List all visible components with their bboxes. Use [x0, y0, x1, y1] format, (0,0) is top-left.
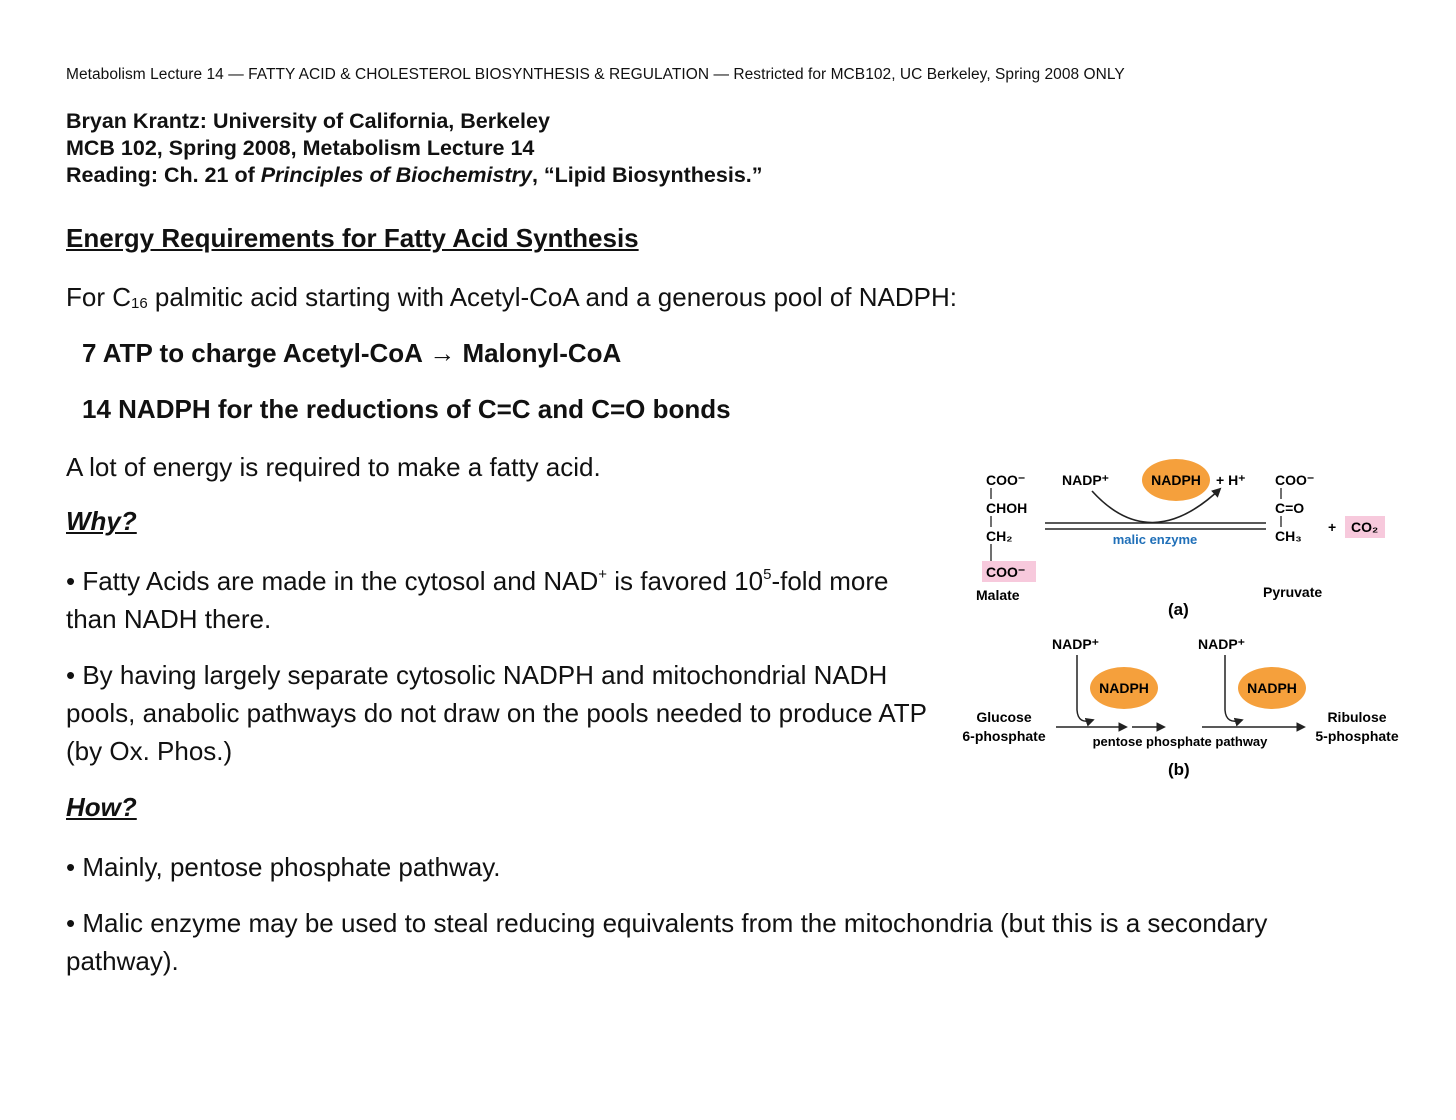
panel-a-label: (a) [1168, 600, 1189, 619]
nadp-plus-label: NADP⁺ [1052, 636, 1099, 652]
proton-label: + H⁺ [1216, 472, 1246, 488]
nadph-oval [1142, 459, 1210, 501]
product-label: Ribulose [1327, 709, 1386, 725]
why-bullet-1: • Fatty Acids are made in the cytosol an… [66, 562, 946, 638]
malate-group: CHOH [986, 500, 1027, 516]
nadp-plus-label: NADP⁺ [1198, 636, 1245, 652]
panel-b-pentose-phosphate: NADP⁺ NADP⁺ NADPH NADPH Glucose 6-phosph… [962, 636, 1398, 779]
reading-suffix: , “Lipid Biosynthesis.” [531, 163, 763, 187]
intro-post: palmitic acid starting with Acetyl-CoA a… [147, 282, 957, 312]
reading-line: Reading: Ch. 21 of Principles of Biochem… [66, 162, 763, 189]
intro-text: For C16 palmitic acid starting with Acet… [66, 278, 957, 323]
nadp-plus-label: NADP⁺ [1062, 472, 1109, 488]
how-bullet-2: • Malic enzyme may be used to steal redu… [66, 908, 1268, 976]
malate-group: CH₂ [986, 528, 1012, 544]
pyruvate-group: COO⁻ [1275, 472, 1314, 488]
co2-highlight [1345, 516, 1385, 538]
substrate-label: Glucose [976, 709, 1031, 725]
pyruvate-structure: COO⁻ C=O CH₃ Pyruvate [1263, 472, 1322, 600]
book-title: Principles of Biochemistry [260, 163, 532, 187]
why-b1-pre: • Fatty Acids are made in the cytosol an… [66, 566, 599, 596]
malic-enzyme-label: malic enzyme [1113, 532, 1198, 547]
how-bullet-1: • Mainly, pentose phosphate pathway. [66, 852, 501, 882]
pyruvate-label: Pyruvate [1263, 584, 1322, 600]
why-b1-mid: is favored 10 [607, 566, 764, 596]
nadph-requirement: 14 NADPH for the reductions of C=C and C… [82, 394, 731, 424]
pyruvate-group: C=O [1275, 500, 1304, 516]
plus-superscript: + [598, 566, 608, 583]
curved-arrow-icon [1076, 655, 1095, 727]
intro-pre: For C [66, 282, 131, 312]
why-heading: Why? [66, 506, 137, 536]
running-header: Metabolism Lecture 14 — FATTY ACID & CHO… [66, 66, 1125, 83]
malate-structure: COO⁻ CHOH CH₂ COO⁻ Malate [976, 472, 1036, 603]
nadph-label: NADPH [1099, 680, 1149, 696]
how-heading: How? [66, 792, 137, 822]
author-block: Bryan Krantz: University of California, … [66, 108, 763, 189]
curved-arrow-icon [1224, 655, 1244, 727]
exponent-superscript: 5 [763, 566, 772, 583]
why-bullet-2: • By having largely separate cytosolic N… [66, 660, 927, 766]
panel-a-malic-enzyme: COO⁻ CHOH CH₂ COO⁻ Malate NADP⁺ NADPH + … [976, 459, 1385, 619]
why-b1-post: -fold more than NADH there. [66, 566, 889, 634]
course-line: MCB 102, Spring 2008, Metabolism Lecture… [66, 136, 535, 160]
author-line: Bryan Krantz: University of California, … [66, 109, 550, 133]
plus-sign: + [1328, 519, 1336, 535]
section-heading: Energy Requirements for Fatty Acid Synth… [66, 223, 639, 253]
pathway-label: pentose phosphate pathway [1093, 734, 1269, 749]
energy-statement: A lot of energy is required to make a fa… [66, 452, 601, 482]
panel-b-label: (b) [1168, 760, 1190, 779]
nadph-sources-figure: COO⁻ CHOH CH₂ COO⁻ Malate NADP⁺ NADPH + … [962, 459, 1399, 779]
carbon-count: 16 [131, 295, 148, 312]
malate-group: COO⁻ [986, 472, 1025, 488]
product-label: 5-phosphate [1315, 728, 1398, 744]
atp-requirement: 7 ATP to charge Acetyl-CoA → Malonyl-CoA [82, 338, 622, 368]
nadph-oval [1238, 667, 1306, 709]
nadph-oval [1090, 667, 1158, 709]
coo-highlight [982, 561, 1036, 582]
malate-label: Malate [976, 587, 1020, 603]
pyruvate-group: CH₃ [1275, 528, 1302, 544]
malate-group: COO⁻ [986, 564, 1025, 580]
reading-prefix: Reading: Ch. 21 of [66, 163, 261, 187]
co2-label: CO₂ [1351, 519, 1378, 535]
nadph-label: NADPH [1151, 472, 1201, 488]
nadph-label: NADPH [1247, 680, 1297, 696]
substrate-label: 6-phosphate [962, 728, 1045, 744]
